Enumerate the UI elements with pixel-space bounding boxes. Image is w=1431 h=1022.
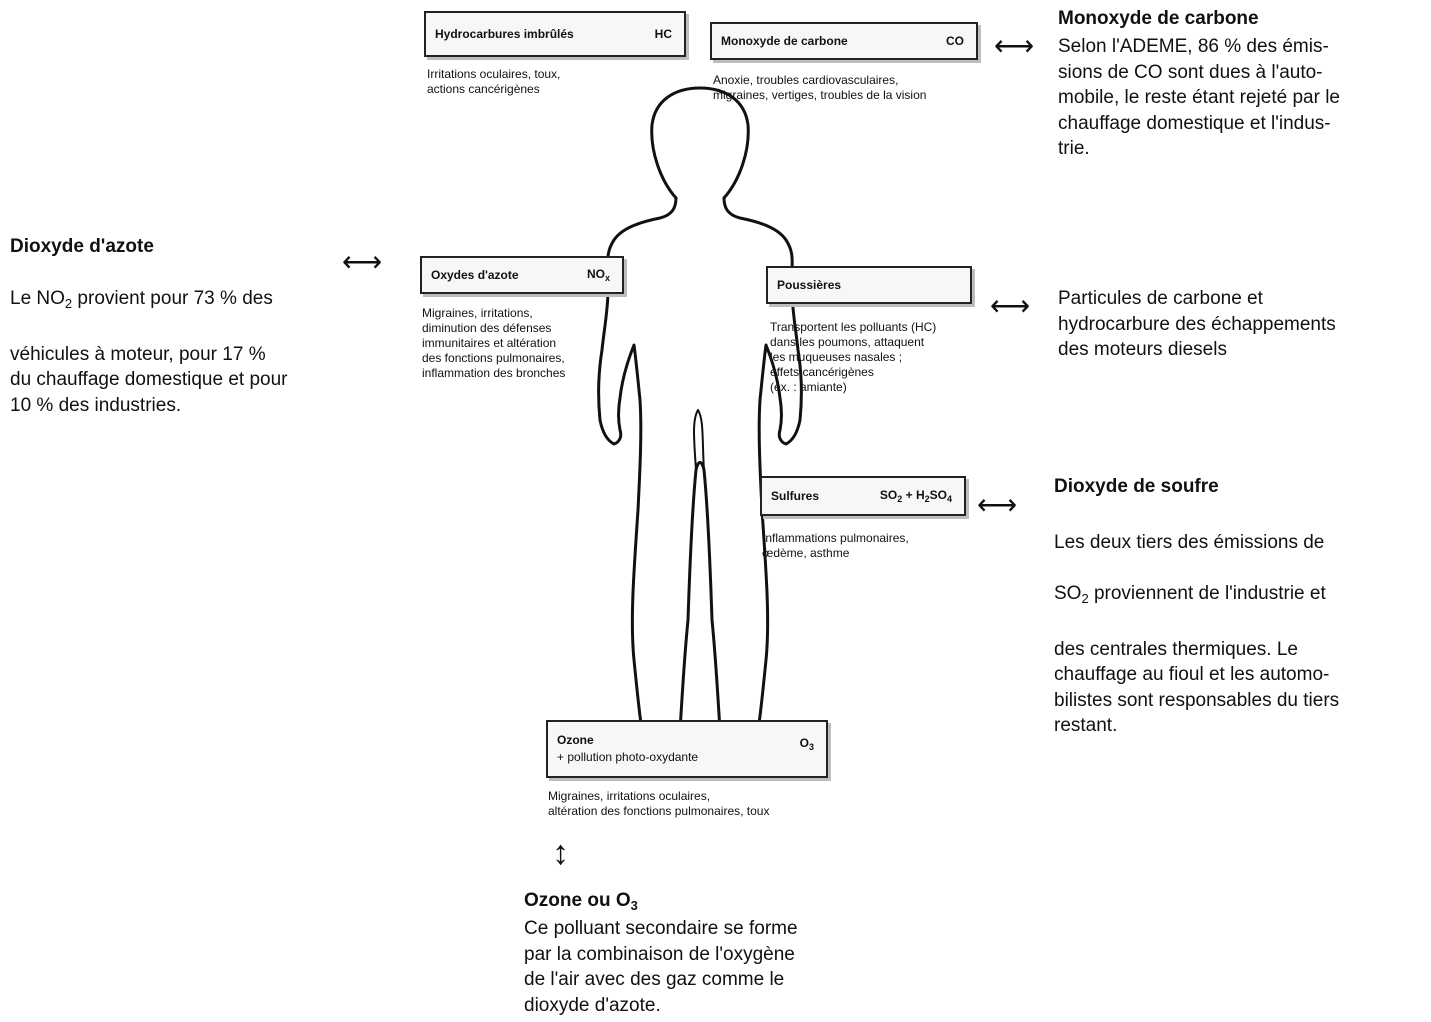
dust-box-name: Poussières [777, 278, 842, 292]
ozone-box-formula: O3 [799, 735, 814, 753]
ozone-effects: Migraines, irritations oculaires, altéra… [548, 789, 770, 818]
body-outline [597, 196, 803, 740]
co-note-text: Selon l'ADEME, 86 % des émis- sions de C… [1058, 36, 1340, 159]
no2-note-text: Le NO2 provient pour 73 % des véhicules … [10, 260, 287, 444]
sulfur-box: Sulfures SO2 + H2SO4 [760, 476, 966, 516]
dust-effects: Transportent les polluants (HC) dans les… [770, 320, 937, 394]
so2-arrow: ⟷ [977, 489, 1018, 520]
ozone-box: Ozone + pollution photo-oxydante O3 [546, 720, 828, 778]
ozone-note-text: Ce polluant secondaire se forme par la c… [524, 918, 798, 1016]
ozone-arrow: ↕ [552, 834, 569, 872]
co-box: Monoxyde de carbone CO [710, 22, 978, 60]
dust-box: Poussières [766, 266, 972, 304]
hc-box-formula: HC [654, 27, 672, 41]
sulfur-effects: Inflammations pulmonaires, œdème, asthme [762, 531, 909, 560]
sulfur-box-formula: SO2 + H2SO4 [879, 487, 952, 505]
co-box-formula: CO [946, 34, 964, 48]
co-box-name: Monoxyde de carbone [721, 34, 848, 48]
no2-note-line1: Le NO2 provient pour 73 % des [10, 287, 273, 311]
hc-effects: Irritations oculaires, toux, actions can… [427, 67, 561, 96]
no2-arrow: ⟷ [342, 246, 383, 277]
nox-box-name: Oxydes d'azote [431, 268, 519, 282]
particles-note-text: Particules de carbone et hydrocarbure de… [1058, 288, 1336, 360]
sulfur-box-name: Sulfures [771, 489, 820, 503]
head-outline [650, 86, 750, 200]
nox-effects: Migraines, irritations, diminution des d… [422, 306, 566, 380]
so2-note-text: Les deux tiers des émissions de SO2 prov… [1054, 531, 1340, 737]
leg-gap [693, 409, 705, 471]
no2-note-rest: véhicules à moteur, pour 17 % du chauffa… [10, 343, 288, 416]
no2-note-title: Dioxyde d'azote [10, 236, 154, 257]
co-note-title: Monoxyde de carbone [1058, 8, 1259, 29]
hc-box: Hydrocarbures imbrûlés HC [424, 11, 686, 57]
nox-box: Oxydes d'azote NOx [420, 256, 624, 294]
particles-arrow: ⟷ [990, 290, 1031, 321]
so2-note-title: Dioxyde de soufre [1054, 476, 1219, 497]
ozone-box-name: Ozone + pollution photo-oxydante [557, 733, 699, 764]
nox-box-formula: NOx [586, 266, 610, 284]
co-effects: Anoxie, troubles cardiovasculaires, migr… [713, 73, 927, 102]
co-arrow: ⟷ [994, 30, 1035, 61]
hc-box-name: Hydrocarbures imbrûlés [435, 27, 574, 41]
ozone-note-title: Ozone ou O3 [524, 890, 638, 913]
